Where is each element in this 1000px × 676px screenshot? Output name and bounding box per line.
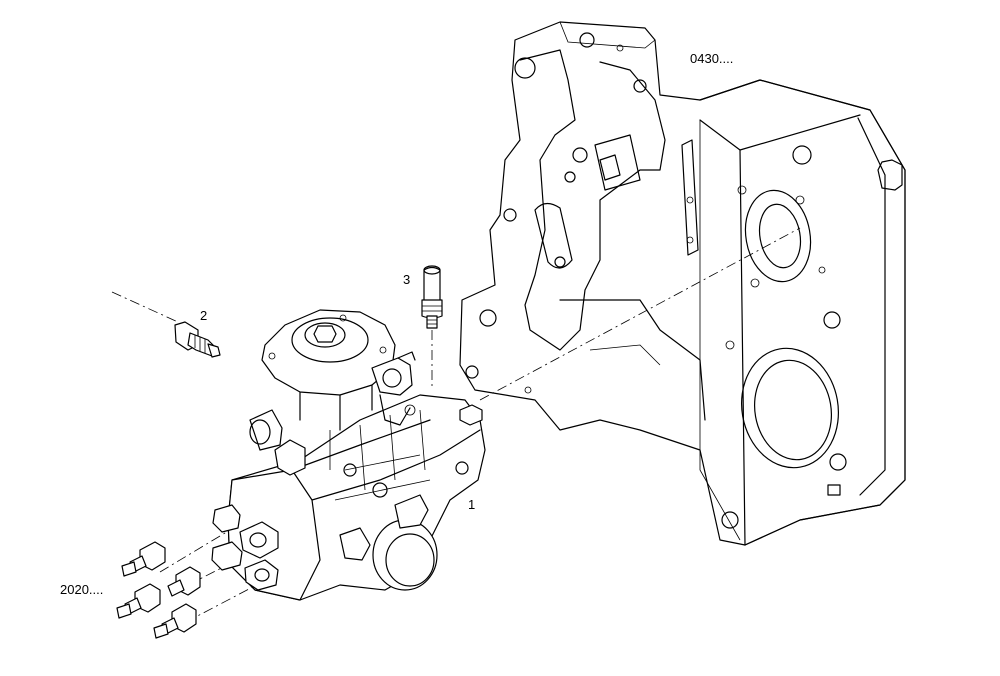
part-3-valve xyxy=(421,265,443,329)
fittings-2020 xyxy=(116,541,201,639)
part-1-injection-pump xyxy=(211,309,486,601)
callout-item-3: 3 xyxy=(403,272,411,287)
gear-housing xyxy=(459,21,906,546)
callout-item-1: 1 xyxy=(468,497,476,512)
part-2-plug xyxy=(174,321,221,358)
callout-fittings-ref: 2020.... xyxy=(60,582,104,597)
callout-housing-ref: 0430.... xyxy=(690,51,734,66)
callout-item-2: 2 xyxy=(200,308,208,323)
centre-lines xyxy=(111,227,801,623)
